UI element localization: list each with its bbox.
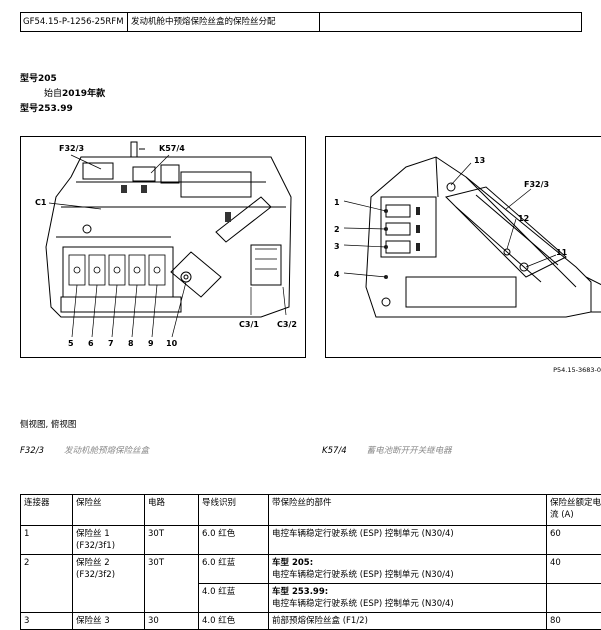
cell-wire: 6.0 红蓝 [199, 555, 269, 584]
top-view-drawing: 13 F32/3 1 2 3 4 12 11 [326, 137, 601, 357]
cell-circuit: 30T [145, 555, 199, 613]
label-f32-3-top: F32/3 [524, 180, 549, 189]
label-7: 7 [108, 339, 114, 348]
figure-caption: 侧视图, 俯视图 [20, 418, 76, 430]
table-row: 1 保险丝 1(F32/3f1) 30T 6.0 红色 电控车辆稳定行驶系统 (… [21, 526, 601, 555]
cell-circuit: 30T [145, 526, 199, 555]
header-extra [320, 13, 581, 31]
fuse-code: (F32/3f1) [76, 540, 141, 552]
col-wire: 导线识别 [199, 495, 269, 526]
legend-code: F32/3 [20, 446, 44, 456]
top-view-figure: 13 F32/3 1 2 3 4 12 11 [325, 136, 601, 358]
col-fuse: 保险丝 [73, 495, 145, 526]
label-5: 5 [68, 339, 74, 348]
cell-connector: 1 [21, 526, 73, 555]
model-line-3: 型号253.99 [20, 101, 73, 114]
cell-wire: 4.0 红蓝 [199, 584, 269, 613]
col-connector: 连接器 [21, 495, 73, 526]
cell-component: 车型 253.99:电控车辆稳定行驶系统 (ESP) 控制单元 (N30/4) [269, 584, 547, 613]
side-view-figure: F32/3 K57/4 C1 C3/1 C3/2 5 6 7 8 9 10 [20, 136, 306, 358]
fuse-name: 保险丝 2 [76, 557, 141, 569]
cell-wire: 4.0 红色 [199, 613, 269, 630]
component-name: 电控车辆稳定行驶系统 (ESP) 控制单元 (N30/4) [272, 569, 543, 581]
label-6: 6 [88, 339, 94, 348]
label-13: 13 [474, 156, 485, 165]
col-rating: 保险丝额定电流 (A) [547, 495, 601, 526]
legend-item: F32/3 发动机舱预熔保险丝盒 [20, 444, 149, 456]
model-since-label: 始自 [44, 89, 62, 99]
fuse-name: 保险丝 1 [76, 528, 141, 540]
label-2: 2 [334, 225, 340, 234]
label-c3-1: C3/1 [239, 320, 259, 329]
component-model-label: 车型 205: [272, 557, 543, 569]
label-11: 11 [556, 248, 568, 257]
cell-fuse: 保险丝 2(F32/3f2) [73, 555, 145, 613]
label-8: 8 [128, 339, 134, 348]
model-since-value: 2019年款 [62, 89, 105, 99]
label-c1: C1 [35, 198, 47, 207]
cell-fuse: 保险丝 3 [73, 613, 145, 630]
col-component: 带保险丝的部件 [269, 495, 547, 526]
model-line-2: 始自2019年款 [44, 86, 105, 99]
legend-desc: 发动机舱预熔保险丝盒 [64, 446, 149, 456]
label-1: 1 [334, 198, 340, 207]
table-row: 3 保险丝 3 30 4.0 红色 前部预熔保险丝盒 (F1/2) 80 [21, 613, 601, 630]
cell-component: 电控车辆稳定行驶系统 (ESP) 控制单元 (N30/4) [269, 526, 547, 555]
figure-code: P54.15-3683-0 [553, 366, 601, 374]
legend-code: K57/4 [322, 446, 347, 456]
label-c3-2: C3/2 [277, 320, 297, 329]
side-view-drawing: F32/3 K57/4 C1 C3/1 C3/2 5 6 7 8 9 10 [21, 137, 305, 357]
table-header-row: 连接器 保险丝 电路 导线识别 带保险丝的部件 保险丝额定电流 (A) [21, 495, 601, 526]
cell-circuit: 30 [145, 613, 199, 630]
label-10: 10 [166, 339, 178, 348]
cell-fuse: 保险丝 1(F32/3f1) [73, 526, 145, 555]
document-title: 发动机舱中预熔保险丝盒的保险丝分配 [128, 13, 320, 31]
component-model-label: 车型 253.99: [272, 586, 543, 598]
table-row: 2 保险丝 2(F32/3f2) 30T 6.0 红蓝 车型 205:电控车辆稳… [21, 555, 601, 584]
document-header: GF54.15-P-1256-25RFM 发动机舱中预熔保险丝盒的保险丝分配 [20, 12, 582, 32]
fuse-code: (F32/3f2) [76, 569, 141, 581]
cell-rating: 80 [547, 613, 601, 630]
label-k57-4: K57/4 [159, 144, 185, 153]
model-line-1: 型号205 [20, 71, 57, 84]
cell-rating: 60 [547, 526, 601, 555]
document-id: GF54.15-P-1256-25RFM [21, 13, 128, 31]
cell-rating [547, 584, 601, 613]
col-circuit: 电路 [145, 495, 199, 526]
cell-connector: 3 [21, 613, 73, 630]
component-name: 电控车辆稳定行驶系统 (ESP) 控制单元 (N30/4) [272, 598, 543, 610]
cell-component: 车型 205:电控车辆稳定行驶系统 (ESP) 控制单元 (N30/4) [269, 555, 547, 584]
legend-item: K57/4 蓄电池断开开关继电器 [322, 444, 452, 456]
cell-connector: 2 [21, 555, 73, 613]
label-9: 9 [148, 339, 154, 348]
label-3: 3 [334, 242, 340, 251]
cell-component: 前部预熔保险丝盒 (F1/2) [269, 613, 547, 630]
legend-desc: 蓄电池断开开关继电器 [367, 446, 452, 456]
label-4: 4 [334, 270, 340, 279]
cell-wire: 6.0 红色 [199, 526, 269, 555]
label-12: 12 [518, 214, 529, 223]
cell-rating: 40 [547, 555, 601, 584]
label-f32-3-side: F32/3 [59, 144, 84, 153]
